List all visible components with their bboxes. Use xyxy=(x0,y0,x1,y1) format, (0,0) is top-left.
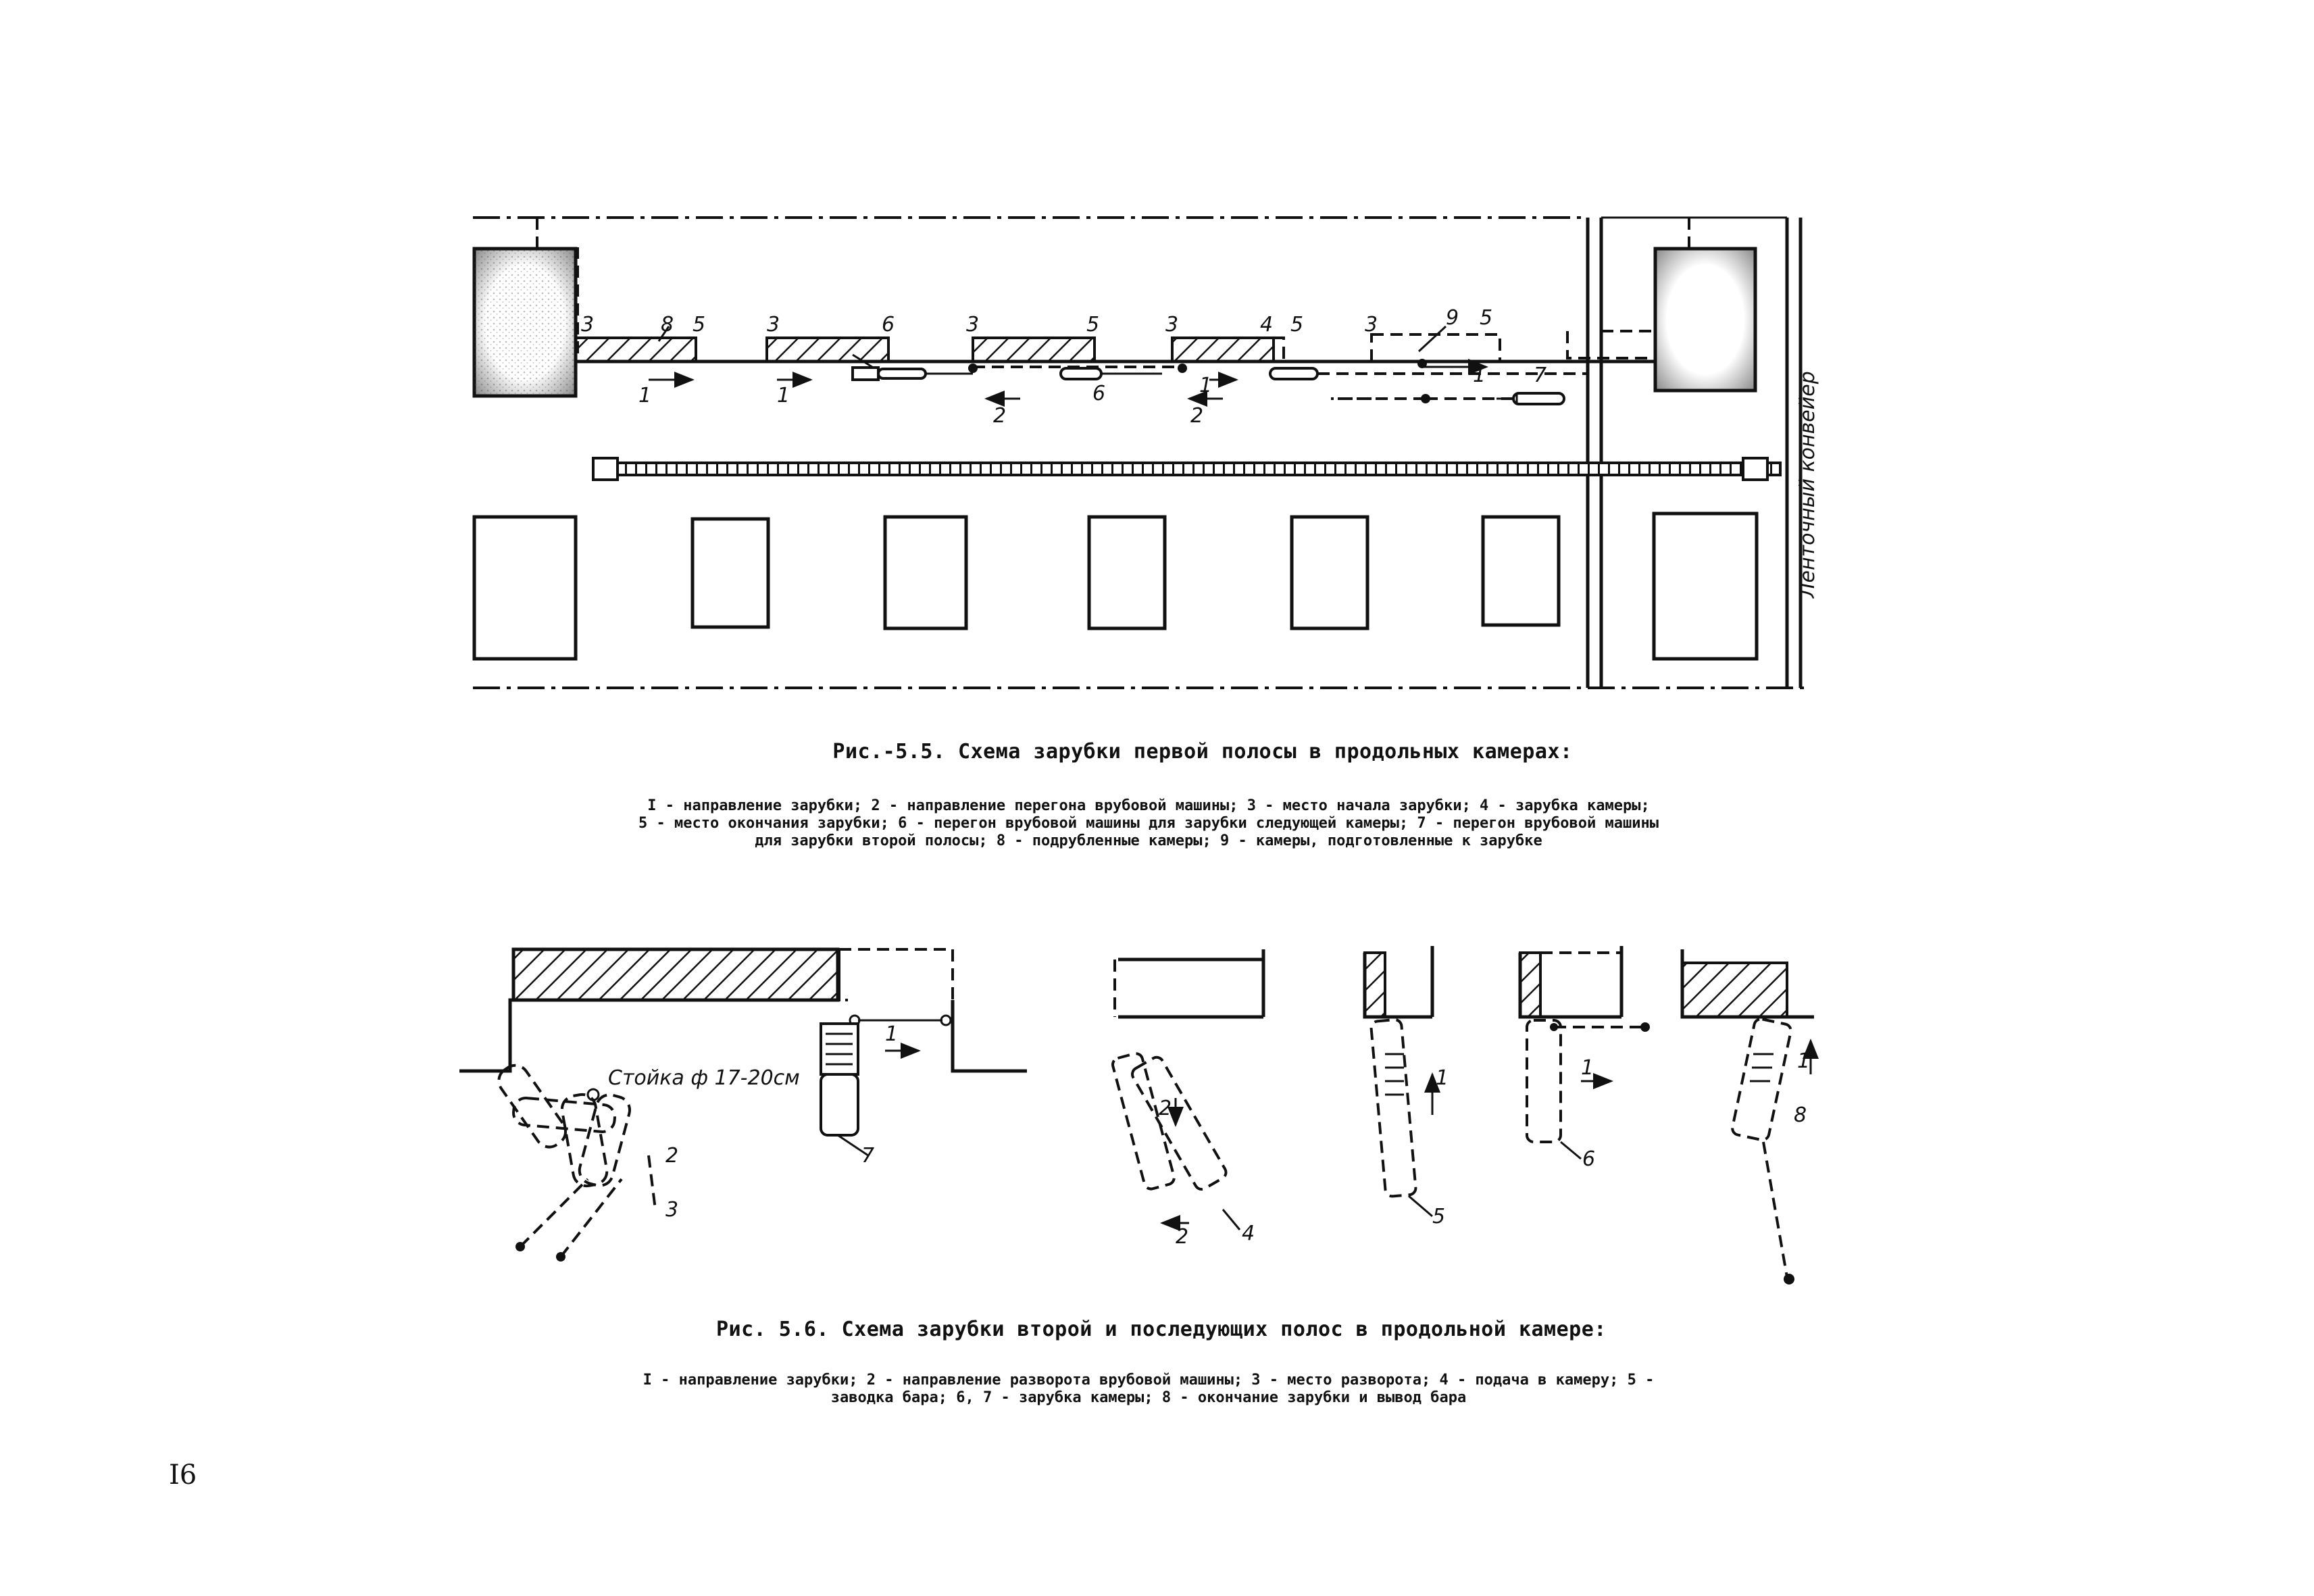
label-b2a: 2 xyxy=(665,1144,678,1168)
undercut-chamber-3 xyxy=(972,336,1096,363)
label-6a: 6 xyxy=(882,313,895,336)
label-1d: 1 xyxy=(1473,364,1486,387)
label-b1b: 1 xyxy=(1436,1066,1449,1090)
figure-5-5-plan: 3 8 5 3 6 3 5 3 4 5 3 9 5 1 1 1 1 6 2 2 … xyxy=(472,216,1819,689)
label-b2c: 2 xyxy=(1176,1225,1188,1249)
label-3d: 3 xyxy=(1165,313,1178,336)
legend-line: I - направление зарубки; 2 - направление… xyxy=(647,797,1650,814)
panel-e-exit xyxy=(1680,949,1819,1285)
panel-b-feed xyxy=(1111,949,1265,1231)
figure-5-6-legend: I - направление зарубки; 2 - направление… xyxy=(581,1372,1716,1407)
legend-line: 5 - место окончания зарубки; 6 - перегон… xyxy=(638,815,1659,832)
figure-5-6-caption: Рис. 5.6. Схема зарубки второй и последу… xyxy=(716,1318,1607,1341)
legend-line: I - направление зарубки; 2 - направление… xyxy=(643,1372,1655,1389)
chamber-outline-top-left xyxy=(536,218,579,359)
conveyor-label: Ленточный конвейер xyxy=(1796,371,1819,599)
panel-d-cut xyxy=(1518,946,1650,1160)
label-b1a: 1 xyxy=(885,1022,898,1046)
undercut-chamber-1 xyxy=(574,336,697,363)
label-2b: 2 xyxy=(1190,404,1203,428)
label-3e: 3 xyxy=(1365,313,1378,336)
label-8: 8 xyxy=(661,313,674,336)
label-7: 7 xyxy=(1534,364,1546,387)
panel-a-turn xyxy=(459,947,1027,1262)
label-b1d: 1 xyxy=(1797,1049,1810,1073)
label-1a: 1 xyxy=(638,384,651,407)
page-number: I6 xyxy=(169,1460,197,1491)
figure-5-5-legend: I - направление зарубки; 2 - направление… xyxy=(581,797,1716,850)
label-b1c: 1 xyxy=(1581,1056,1594,1080)
label-2a: 2 xyxy=(993,404,1006,428)
label-b8: 8 xyxy=(1794,1103,1807,1127)
label-3a: 3 xyxy=(581,313,594,336)
legend-line: для зарубки второй полосы; 8 - подрублен… xyxy=(755,832,1542,849)
label-5b: 5 xyxy=(1086,313,1099,336)
label-3c: 3 xyxy=(966,313,979,336)
label-5d: 5 xyxy=(1480,306,1492,330)
chamber-prepared-9 xyxy=(1370,333,1501,363)
pillars-bottom-row xyxy=(472,512,1759,661)
label-9: 9 xyxy=(1446,306,1459,330)
chamber-outline-top-right xyxy=(1566,218,1690,359)
label-1b: 1 xyxy=(777,384,790,407)
label-5a: 5 xyxy=(693,313,705,336)
figure-5-6-sequence: Стойка ф 17-20см 1 7 2 3 2 2 4 1 5 1 6 1… xyxy=(459,946,1819,1285)
label-b2b: 2 xyxy=(1159,1097,1172,1120)
label-6b: 6 xyxy=(1092,382,1105,405)
label-b7: 7 xyxy=(861,1144,874,1168)
label-b6: 6 xyxy=(1582,1147,1595,1171)
label-b4: 4 xyxy=(1242,1222,1255,1245)
undercut-chamber-4 xyxy=(1171,336,1275,363)
label-5c: 5 xyxy=(1290,313,1303,336)
undercut-chamber-2 xyxy=(765,336,890,363)
label-b5: 5 xyxy=(1432,1205,1445,1228)
conveyor-belt xyxy=(592,457,1782,481)
label-1c: 1 xyxy=(1199,374,1212,397)
label-stoika: Стойка ф 17-20см xyxy=(608,1066,800,1090)
label-4: 4 xyxy=(1260,313,1273,336)
cutter-machines-top xyxy=(851,353,1565,405)
legend-line: заводка бара; 6, 7 - зарубка камеры; 8 -… xyxy=(830,1389,1467,1406)
pillar-top-right xyxy=(1653,247,1757,393)
label-3b: 3 xyxy=(767,313,780,336)
label-b3: 3 xyxy=(665,1198,678,1222)
figure-5-5-caption: Рис.-5.5. Схема зарубки первой полосы в … xyxy=(832,740,1573,764)
panel-c-bar xyxy=(1363,946,1440,1218)
